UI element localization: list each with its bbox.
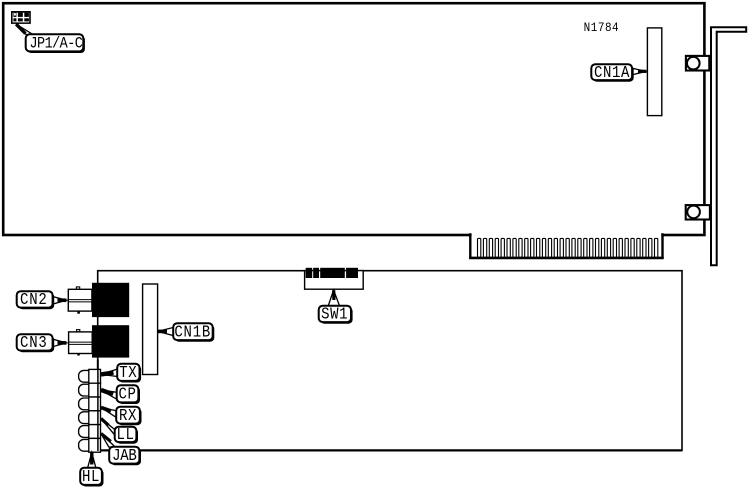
svg-text:HL: HL — [82, 467, 100, 486]
svg-text:CN3: CN3 — [20, 333, 48, 352]
svg-text:RX: RX — [119, 406, 137, 425]
svg-text:JAB: JAB — [112, 446, 136, 465]
svg-text:LL: LL — [117, 425, 135, 444]
svg-text:CP: CP — [119, 384, 137, 403]
svg-text:SW1: SW1 — [321, 304, 348, 323]
svg-text:CN2: CN2 — [20, 290, 48, 309]
svg-text:JP1/A-C: JP1/A-C — [29, 36, 82, 53]
svg-text:N1784: N1784 — [584, 20, 619, 35]
svg-text:CN1B: CN1B — [174, 322, 211, 341]
svg-text:TX: TX — [119, 363, 137, 382]
svg-text:CN1A: CN1A — [594, 63, 630, 82]
